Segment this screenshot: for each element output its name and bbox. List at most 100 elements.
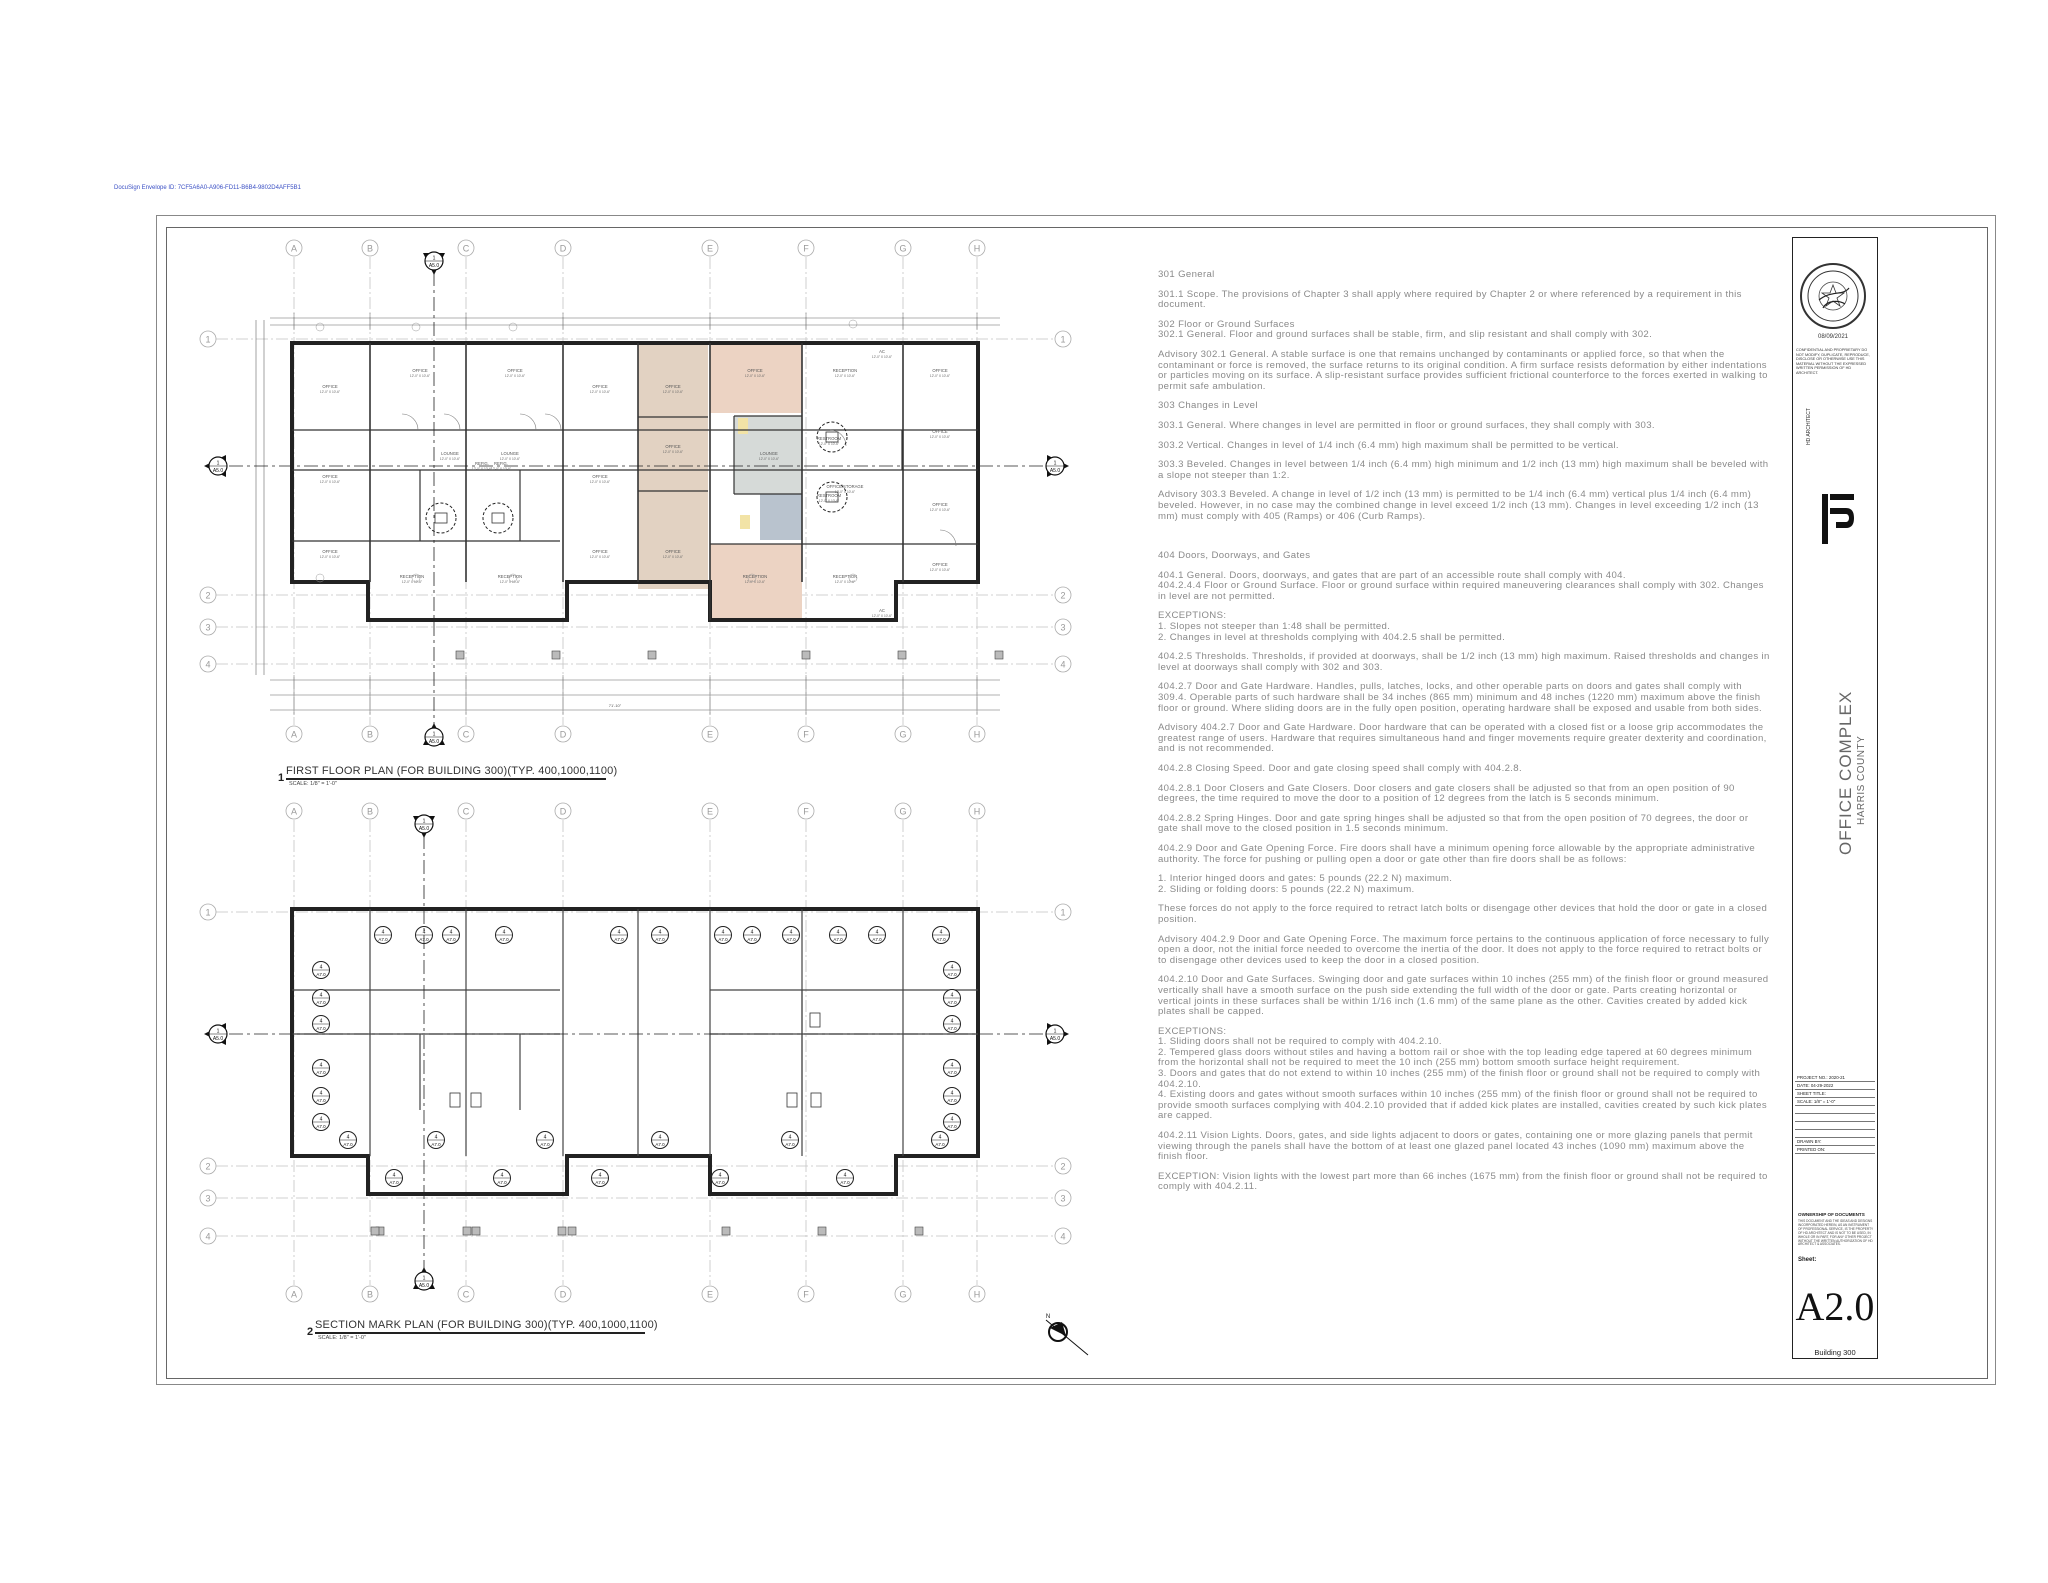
grid-label: 1	[1060, 908, 1065, 918]
column-marker	[817, 1226, 827, 1236]
grid-bubble	[968, 1285, 986, 1303]
detail-number: 4	[320, 1091, 323, 1097]
section-number: 1	[423, 1276, 426, 1282]
grid-label: 1	[205, 335, 210, 345]
room-label: OFFICE	[665, 549, 681, 554]
grid-label: C	[463, 807, 470, 817]
compass-arrow	[1050, 1322, 1066, 1336]
section-number: 1	[1054, 1029, 1057, 1035]
office-fill	[638, 491, 708, 589]
marker-circle	[315, 322, 325, 332]
detail-number: 4	[837, 930, 840, 936]
grid-bubble	[1054, 1227, 1072, 1245]
grid-bubble	[199, 618, 217, 636]
room-dimension: 12'-0" X 10'-6"	[440, 457, 460, 461]
room-label: OFFICE	[932, 502, 948, 507]
detail-number: 4	[320, 965, 323, 971]
detail-ref: A7.0	[947, 1124, 957, 1129]
detail-number: 4	[951, 1019, 954, 1025]
title-block-row: PROJECT NO.: 2020-21	[1795, 1074, 1875, 1082]
grid-bubble	[797, 1285, 815, 1303]
room-label: RESTROOM	[817, 436, 842, 441]
room-label: RECEPTION	[498, 574, 522, 579]
detail-ref: A7.0	[343, 1142, 353, 1147]
compass-ring	[1048, 1322, 1068, 1342]
grid-label: E	[707, 1290, 713, 1300]
detail-number: 4	[876, 930, 879, 936]
detail-number: 4	[951, 965, 954, 971]
detail-number: 4	[599, 1173, 602, 1179]
column-marker	[801, 650, 811, 660]
refrig-fill	[740, 515, 750, 529]
detail-number: 4	[320, 1063, 323, 1069]
room-label: OFFICE	[665, 384, 681, 389]
section-ref: A5.0	[1050, 468, 1061, 474]
grid-label: 3	[205, 623, 210, 633]
detail-number: 4	[939, 1135, 942, 1141]
grid-bubble	[361, 725, 379, 743]
grid-bubble	[199, 1189, 217, 1207]
door-swing-icon	[939, 529, 957, 547]
grid-bubble	[199, 330, 217, 348]
note-paragraph: 404.2.7 Door and Gate Hardware. Handles,…	[1158, 681, 1763, 714]
grid-label: 4	[205, 1232, 210, 1242]
section-ref: A5.0	[419, 826, 430, 832]
building-label: Building 300	[1814, 1348, 1856, 1357]
room-label: OFFICE	[592, 384, 608, 389]
grid-label: B	[367, 1290, 373, 1300]
note-paragraph: 303 Changes in Level	[1158, 400, 1258, 412]
grid-label: F	[803, 807, 809, 817]
detail-number: 4	[503, 930, 506, 936]
grid-label: A	[291, 807, 297, 817]
grid-bubble	[1054, 330, 1072, 348]
turning-circle-icon	[425, 502, 457, 534]
grid-label: H	[974, 807, 981, 817]
grid-bubble	[285, 239, 303, 257]
sheet-label: Sheet:	[1798, 1257, 1817, 1263]
grid-bubble	[1054, 618, 1072, 636]
room-dimension: 12'-0" X 10'-6"	[930, 374, 950, 378]
grid-label: 4	[1060, 1232, 1065, 1242]
compass-north: N	[1046, 1314, 1050, 1320]
detail-number: 4	[940, 930, 943, 936]
detail-number: 4	[450, 930, 453, 936]
detail-ref: A7.0	[718, 937, 728, 942]
grid-label: 2	[1060, 1162, 1065, 1172]
section-mark-plan-number: 2	[307, 1326, 314, 1338]
grid-label: F	[803, 1290, 809, 1300]
grid-label: B	[367, 807, 373, 817]
marker-circle	[848, 573, 858, 583]
room-dimension: 12'-0" X 10'-6"	[320, 480, 340, 484]
column-marker	[551, 650, 561, 660]
room-dimension: 12'-0" X 10'-6"	[410, 374, 430, 378]
note-paragraph: 303.2 Vertical. Changes in level of 1/4 …	[1158, 439, 1619, 451]
note-paragraph: 303.3 Beveled. Changes in level between …	[1158, 459, 1769, 481]
detail-number: 4	[423, 930, 426, 936]
room-label: AC	[879, 349, 885, 354]
room-label: OFFICE	[592, 549, 608, 554]
grid-bubble	[701, 802, 719, 820]
room-dimension: 12'-0" X 10'-6"	[663, 390, 683, 394]
room-dimension: 12'-0" X 10'-6"	[505, 374, 525, 378]
grid-label: 4	[1060, 660, 1065, 670]
toilet-icon	[470, 1092, 482, 1108]
grid-bubble	[554, 1285, 572, 1303]
column-marker	[897, 650, 907, 660]
grid-label: E	[707, 730, 713, 740]
room-dimension: 12'-0" X 10'-6"	[835, 374, 855, 378]
door-swing-icon	[544, 413, 562, 431]
room-dimension: 12'-0" X 10'-6"	[745, 580, 765, 584]
grid-bubble	[797, 725, 815, 743]
grid-bubble	[1054, 903, 1072, 921]
room-label: REFIG.	[475, 461, 489, 466]
grid-bubble	[968, 725, 986, 743]
grid-label: A	[291, 244, 297, 254]
turning-circle-icon	[816, 421, 848, 453]
compass-line	[1045, 1319, 1089, 1356]
room-label: OFFICE	[592, 474, 608, 479]
room-dimension: 12'-0" X 10'-6"	[590, 390, 610, 394]
detail-ref: A7.0	[747, 937, 757, 942]
column-marker	[471, 1226, 481, 1236]
toilet-icon	[810, 1092, 822, 1108]
